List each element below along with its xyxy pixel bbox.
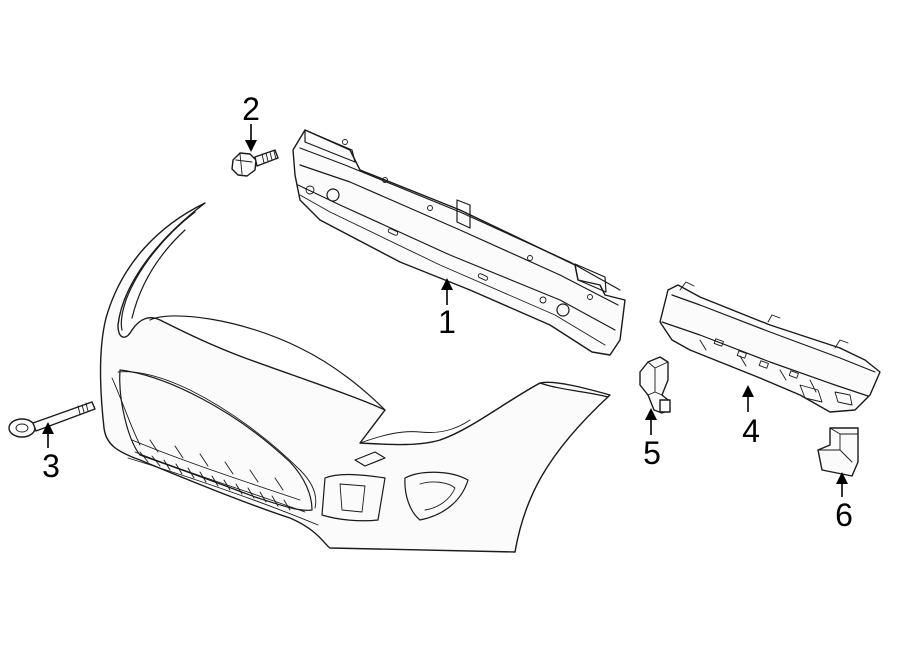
- bolt-threads: [261, 150, 277, 164]
- bumper-fog-light-right: [404, 471, 469, 521]
- callout-2: 2: [242, 91, 260, 127]
- bumper-fog-light-left: [321, 473, 386, 522]
- bumper-cover-outline: [99, 202, 611, 553]
- absorber-slots: [713, 338, 853, 406]
- bumper-license-mount: [354, 451, 386, 467]
- impact-bar-channel: [299, 164, 619, 306]
- bumper-hood-edge: [149, 315, 386, 411]
- callout-3: 3: [42, 448, 60, 484]
- bumper-grille-slats: [139, 439, 291, 511]
- arrowhead-6: [836, 472, 848, 484]
- impact-bar-bracket-right: [574, 263, 607, 293]
- callout-4: 4: [742, 413, 760, 449]
- absorber-front-face: [661, 321, 869, 397]
- bumper-right-inner-edge: [359, 419, 471, 444]
- tow-eye-threads: [77, 402, 89, 415]
- impact-bar-top-flange: [299, 147, 621, 291]
- callout-5: 5: [643, 435, 661, 471]
- bumper-upper-inner: [131, 229, 186, 319]
- callout-1: 1: [438, 304, 456, 340]
- bumper-right-wing: [439, 382, 609, 441]
- impact-bar-bottom-lip: [299, 194, 606, 346]
- bolt-shank: [254, 149, 279, 167]
- bolt-head: [231, 152, 257, 177]
- arrowhead-1: [441, 278, 453, 290]
- impact-bar: [292, 129, 626, 356]
- flange-bolt: [231, 149, 279, 177]
- bumper-cover: [99, 202, 611, 553]
- tow-eye-ring: [8, 418, 36, 438]
- absorber-tabs: [679, 281, 849, 393]
- leader-lines: [42, 124, 848, 497]
- bracket-clip: [659, 399, 671, 413]
- bumper-lower-lip: [127, 439, 319, 526]
- impact-bar-lower-edge: [297, 184, 616, 331]
- energy-absorber: [659, 281, 881, 413]
- arrowhead-5: [645, 408, 657, 420]
- impact-bar-body: [292, 129, 626, 356]
- tow-eye-shaft: [32, 401, 96, 432]
- callout-numbers: 1 2 3 4 5 6: [42, 91, 853, 533]
- absorber-top-face: [671, 294, 876, 373]
- bumper-fog-light-left-inner: [339, 483, 366, 513]
- impact-bar-holes: [305, 139, 593, 317]
- impact-bar-bracket-center: [456, 199, 471, 229]
- arrowhead-2: [245, 140, 257, 152]
- bumper-left-vent: [111, 371, 317, 509]
- bumper-grille-opening: [119, 369, 313, 511]
- impact-bar-bracket-left: [304, 129, 356, 163]
- bumper-upper-crease: [120, 211, 196, 331]
- callout-6: 6: [835, 497, 853, 533]
- arrowhead-3: [42, 422, 54, 434]
- absorber-body: [659, 284, 881, 413]
- arrowhead-4: [742, 385, 754, 397]
- deflector-body: [817, 427, 859, 477]
- bumper-fog-light-right-inner: [419, 481, 456, 511]
- deflector: [817, 427, 859, 477]
- bracket: [639, 356, 671, 414]
